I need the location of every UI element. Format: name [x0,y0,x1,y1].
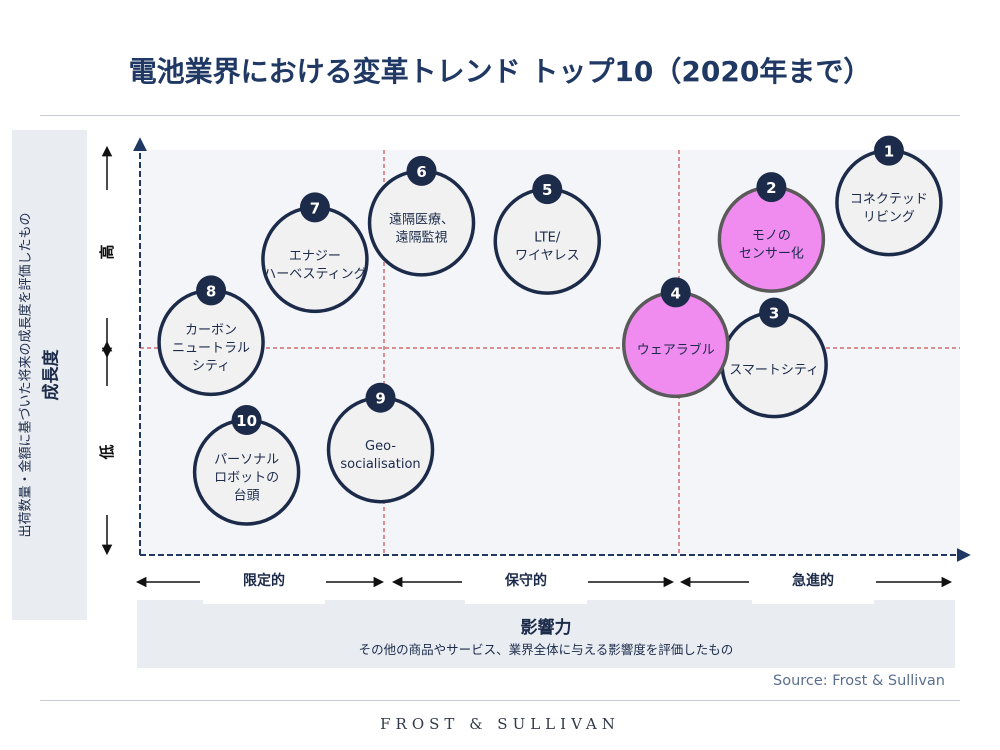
rank-number-2: 2 [766,179,776,197]
rank-badge-3 [759,297,790,328]
x-axis-title: 影響力 [520,618,572,638]
rank-number-10: 10 [236,412,257,430]
page-title: 電池業界における変革トレンド トップ10（2020年まで） [128,55,872,88]
rank-badge-8 [196,275,227,306]
frost-sullivan-logo: FROST & SULLIVAN [380,715,620,733]
rank-number-9: 9 [375,390,385,408]
rank-number-4: 4 [671,284,681,302]
rank-badge-7 [299,192,330,223]
trend-label-1: コネクテッド [850,192,928,207]
trend-label-5: LTE/ [534,231,561,246]
trend-point-4: 4 ウェアラブル [621,277,730,399]
trend-label-6: 遠隔監視 [396,229,448,245]
rank-number-5: 5 [542,181,552,199]
rank-badge-6 [406,155,437,186]
rank-badge-2 [756,172,787,203]
trend-label-10: ロボットの [214,470,279,485]
rank-number-6: 6 [416,163,426,181]
trend-point-6: 6 遠隔医療、遠隔監視 [367,155,476,277]
bottom-divider [40,700,960,701]
trend-label-2: センサー化 [739,247,804,262]
rank-number-1: 1 [884,143,894,161]
trend-label-8: カーボン [185,323,237,338]
x-category-conservative: 保守的 [465,566,587,604]
trend-label-9: socialisation [340,457,420,472]
trend-label-10: 台頭 [234,488,260,503]
rank-badge-4 [660,277,691,308]
trend-label-4: ウェアラブル [637,342,715,358]
trend-label-7: ハーベスティング [263,267,366,282]
x-category-limited: 限定的 [203,566,325,604]
y-axis-panel [12,130,87,620]
rank-badge-1 [873,135,904,166]
trend-label-8: ニュートラル [172,341,250,356]
x-category-radical: 急進的 [752,566,874,604]
trend-label-10: パーソナル [214,452,279,467]
trend-label-7: エナジー [289,249,341,264]
trend-label-2: モノの [752,229,791,244]
trend-label-8: シティ [192,359,230,374]
trend-label-5: ワイヤレス [515,249,580,264]
rank-badge-5 [532,174,563,205]
y-level-low: 低 [98,444,116,460]
x-axis-subtitle: その他の商品やサービス、業界全体に与える影響度を評価したもの [358,642,734,657]
top-divider [40,115,960,116]
rank-badge-9 [365,382,396,413]
trend-label-3: スマートシティ [729,363,819,378]
trend-point-3: 3 スマートシティ [720,297,828,419]
rank-number-8: 8 [206,282,216,300]
y-level-high: 高 [98,244,116,259]
rank-badge-10 [231,404,262,435]
trend-label-9: Geo- [365,439,396,454]
source-note: Source: Frost & Sullivan [773,673,945,689]
trend-label-1: リビング [863,210,915,225]
rank-number-7: 7 [310,199,320,217]
trend-label-6: 遠隔医療、 [389,212,454,227]
rank-number-3: 3 [769,305,779,323]
x-axis-panel [137,600,955,668]
